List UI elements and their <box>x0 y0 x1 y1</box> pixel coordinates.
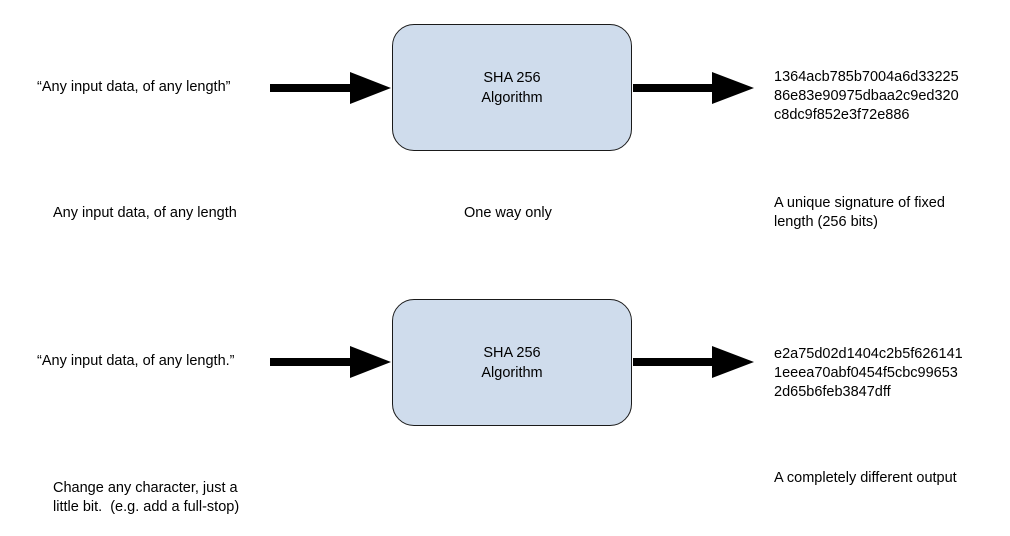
sha256-box-label-2: SHA 256 Algorithm <box>481 344 543 381</box>
output-arrow-2 <box>633 346 754 378</box>
input-text-2: “Any input data, of any length.” <box>37 353 235 369</box>
sha256-box-2: SHA 256 Algorithm <box>392 299 632 426</box>
output-hash-2: e2a75d02d1404c2b5f626141 1eeea70abf0454f… <box>774 346 963 400</box>
caption-box-1: One way only <box>464 205 552 221</box>
output-hash-1: 1364acb785b7004a6d33225 86e83e90975dbaa2… <box>774 69 959 123</box>
input-arrow-1 <box>270 72 391 104</box>
input-text-1: “Any input data, of any length” <box>37 79 231 95</box>
caption-input-2: Change any character, just a little bit.… <box>53 480 240 515</box>
sha256-box-1: SHA 256 Algorithm <box>392 24 632 151</box>
caption-output-1: A unique signature of fixed length (256 … <box>774 195 945 230</box>
sha256-box-label-1: SHA 256 Algorithm <box>481 69 543 106</box>
caption-input-1: Any input data, of any length <box>53 205 237 221</box>
output-arrow-1 <box>633 72 754 104</box>
input-arrow-2 <box>270 346 391 378</box>
caption-output-2: A completely different output <box>774 470 957 486</box>
